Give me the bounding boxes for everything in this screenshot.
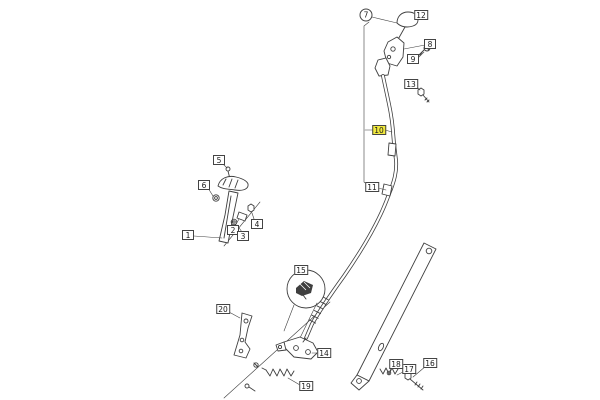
callout-16: 16	[423, 358, 437, 368]
callout-7: 7	[359, 8, 373, 22]
callout-20: 20	[216, 304, 230, 314]
detail-view	[283, 269, 326, 341]
lever-arm	[218, 190, 239, 244]
callout-4: 4	[251, 219, 263, 229]
lower-linkage	[233, 312, 424, 392]
bolt-16	[404, 371, 424, 391]
callout-1: 1	[182, 230, 194, 240]
callout-8: 8	[424, 39, 436, 49]
callout-9: 9	[407, 54, 419, 64]
spring-17	[379, 367, 399, 375]
callout-19: 19	[299, 381, 313, 391]
callout-17: 17	[402, 364, 416, 374]
washer-3	[230, 218, 238, 226]
cable-fitting-lower	[381, 183, 393, 197]
washer-6	[212, 194, 220, 202]
bracket-20	[233, 312, 253, 359]
spacer-2	[236, 211, 248, 222]
callout-18: 18	[389, 359, 403, 369]
main-cable	[304, 74, 399, 340]
callout-13: 13	[404, 79, 418, 89]
gear-knob	[396, 11, 419, 28]
nut-4	[247, 203, 255, 213]
top-lever-assembly	[374, 11, 431, 103]
pin-18	[386, 370, 392, 376]
callout-15: 15	[294, 265, 308, 275]
callout-2: 2	[227, 225, 239, 235]
clevis-14	[283, 336, 319, 360]
callout-12: 12	[414, 10, 428, 20]
callout-6: 6	[198, 180, 210, 190]
spring-19	[265, 368, 295, 377]
support-bar	[350, 242, 437, 391]
bolt-13	[417, 87, 430, 103]
callout-5: 5	[213, 155, 225, 165]
callout-10-highlighted: 10	[372, 125, 386, 135]
callout-11: 11	[365, 182, 379, 192]
callout-14: 14	[317, 348, 331, 358]
cable-fitting-upper	[387, 142, 397, 157]
callout-3: 3	[237, 231, 249, 241]
handle-grip	[217, 175, 249, 191]
pedal-lever-assembly	[212, 166, 255, 244]
